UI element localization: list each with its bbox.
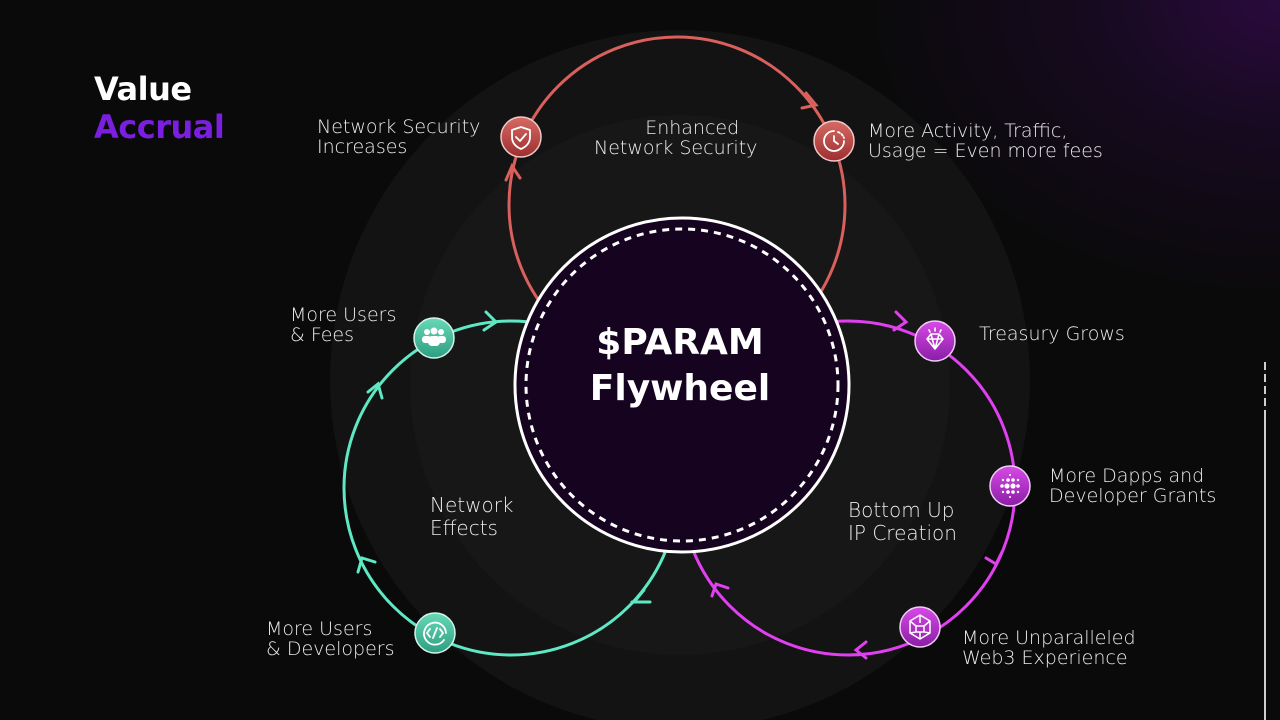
arrow-security-top-right	[800, 91, 819, 110]
loop-label-line: Network	[430, 493, 514, 517]
node-label-line: More Unparalleled	[962, 627, 1136, 649]
node-label-treasury-grows: Treasury Grows	[979, 324, 1125, 344]
node-label-web3-experience: More Unparalleled Web3 Experience	[962, 628, 1136, 668]
node-label-line: Treasury Grows	[979, 323, 1125, 345]
arrow-security-left	[504, 162, 522, 182]
loop-label-line: Enhanced	[645, 117, 740, 139]
center-circle-dashed-ring	[524, 227, 840, 543]
code-icon	[423, 621, 447, 646]
loop-label-security: Enhanced Network Security	[594, 118, 757, 158]
node-network-code	[414, 612, 456, 654]
node-security-clock	[813, 120, 855, 162]
node-label-more-activity: More Activity, Traffic, Usage = Even mor…	[868, 121, 1103, 161]
node-label-line: Usage = Even more fees	[868, 140, 1103, 162]
node-label-line: More Dapps and	[1049, 465, 1205, 487]
node-label-line: Network Security	[317, 116, 481, 138]
node-ip-grid	[989, 465, 1031, 507]
node-label-line: Increases	[317, 136, 408, 158]
arrow-network-top	[482, 310, 499, 332]
shield-check-icon	[511, 126, 531, 150]
arrow-ip-left	[710, 582, 730, 598]
node-label-line: Web3 Experience	[962, 647, 1128, 669]
node-label-line: More Activity, Traffic,	[868, 120, 1068, 142]
arrow-ip-right	[984, 550, 1004, 567]
node-label-more-users-fees: More Users & Fees	[290, 305, 396, 345]
node-ip-diamond	[914, 320, 956, 362]
loop-label-line: IP Creation	[848, 521, 957, 545]
slide-title: Value Accrual	[94, 70, 225, 146]
right-edge-line	[1264, 362, 1266, 720]
users-icon	[422, 327, 446, 346]
dots-grid-icon	[1000, 474, 1020, 498]
title-line-2: Accrual	[94, 108, 225, 146]
node-label-network-security-increases: Network Security Increases	[317, 117, 480, 157]
center-title: $PARAM Flywheel	[515, 320, 845, 412]
clock-refresh-icon	[823, 130, 845, 152]
title-line-1: Value	[94, 70, 192, 108]
node-label-more-users-developers: More Users & Developers	[266, 619, 394, 659]
node-security-shield	[500, 116, 542, 158]
loop-label-line: Effects	[430, 516, 498, 540]
diamond-icon	[926, 327, 944, 350]
center-title-line-1: $PARAM	[596, 322, 764, 363]
center-title-line-2: Flywheel	[589, 368, 771, 409]
right-edge-dashes	[1264, 362, 1266, 412]
loop-label-ip: Bottom Up IP Creation	[848, 499, 957, 545]
node-label-line: More Users	[266, 618, 373, 640]
node-ip-cube	[899, 606, 941, 648]
arrow-ip-top	[892, 310, 909, 332]
center-circle	[513, 216, 851, 554]
node-network-users	[413, 317, 455, 359]
node-label-line: More Users	[290, 304, 397, 326]
arrow-network-left-lower	[356, 556, 377, 574]
node-label-line: & Developers	[266, 638, 395, 660]
network-cube-icon	[909, 614, 931, 640]
arrow-ip-bottom	[853, 640, 868, 660]
node-label-more-dapps: More Dapps and Developer Grants	[1049, 466, 1216, 506]
arrow-network-bottom	[630, 588, 652, 604]
loop-label-network: Network Effects	[430, 494, 514, 540]
loop-label-line: Network Security	[594, 137, 758, 159]
loop-label-line: Bottom Up	[848, 498, 955, 522]
node-label-line: & Fees	[290, 324, 355, 346]
node-label-line: Developer Grants	[1049, 485, 1217, 507]
arrow-network-left-upper	[366, 381, 384, 400]
